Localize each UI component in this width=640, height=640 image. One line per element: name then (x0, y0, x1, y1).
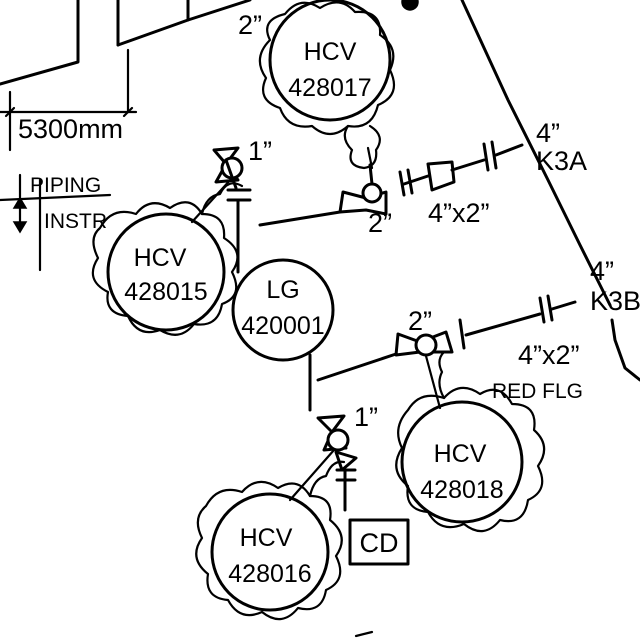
upper-reducer: 4”x2” (428, 198, 490, 228)
hcv-428018-type: HCV (434, 440, 487, 468)
small-valve-top-size: 1” (248, 136, 272, 166)
hcv-428015-balloon[interactable]: HCV 428015 (91, 176, 244, 336)
dimension-label: 5300mm (18, 114, 123, 144)
hcv-428016-balloon[interactable]: HCV 428016 (195, 448, 346, 621)
hcv-428018-number: 428018 (420, 476, 503, 504)
lower-valve-size: 2” (408, 306, 432, 336)
cd-drain: CD (348, 518, 410, 566)
small-valve-bottom[interactable]: 1” (316, 402, 378, 472)
upper-line-spec: K3A (536, 146, 587, 176)
cd-label: CD (360, 528, 399, 558)
top-pipe-size: 2” (238, 10, 262, 40)
hcv-428017-number: 428017 (288, 74, 371, 102)
vessel-outline (460, 0, 640, 382)
hcv-428017-balloon[interactable]: HCV 428017 (258, 0, 396, 170)
hcv-428018-balloon[interactable]: HCV 428018 (395, 350, 546, 533)
lg-420001-balloon[interactable]: LG 420001 (231, 258, 335, 362)
lg-420001-number: 420001 (241, 312, 324, 340)
valve-ball-lower (414, 333, 438, 357)
lg-420001-type: LG (266, 276, 299, 304)
hcv-428015-number: 428015 (124, 278, 207, 306)
bottom-mark (354, 630, 374, 638)
small-valve-bottom-size: 1” (354, 402, 378, 432)
valve-ball-upper (361, 182, 383, 204)
lower-reducer-type: RED FLG (492, 380, 583, 403)
small-valve-top[interactable]: 1” (212, 136, 272, 190)
lower-line-size: 4” (590, 256, 614, 286)
dimension-5300mm: 5300mm (0, 48, 138, 152)
hcv-428016-number: 428016 (228, 560, 311, 588)
tank-structure (0, 0, 419, 86)
piping-label: PIPING (30, 174, 101, 197)
hcv-428015-type: HCV (134, 244, 187, 272)
main-pipes (226, 188, 398, 512)
upper-line-size: 4” (536, 118, 560, 148)
lower-line: 2” 4”x2” RED FLG 4” K3B (394, 256, 640, 403)
reducer-upper (426, 160, 456, 192)
lower-reducer: 4”x2” (518, 340, 580, 370)
hcv-428017-type: HCV (304, 38, 357, 66)
connection-dot (401, 0, 419, 11)
upper-line: 2” 4”x2” 4” K3A (338, 118, 587, 238)
lower-line-spec: K3B (590, 286, 640, 316)
piping-instr-note: PIPING INSTR (0, 173, 112, 272)
hcv-428016-type: HCV (240, 524, 293, 552)
instr-label: INSTR (44, 210, 107, 233)
upper-valve-size: 2” (368, 208, 392, 238)
